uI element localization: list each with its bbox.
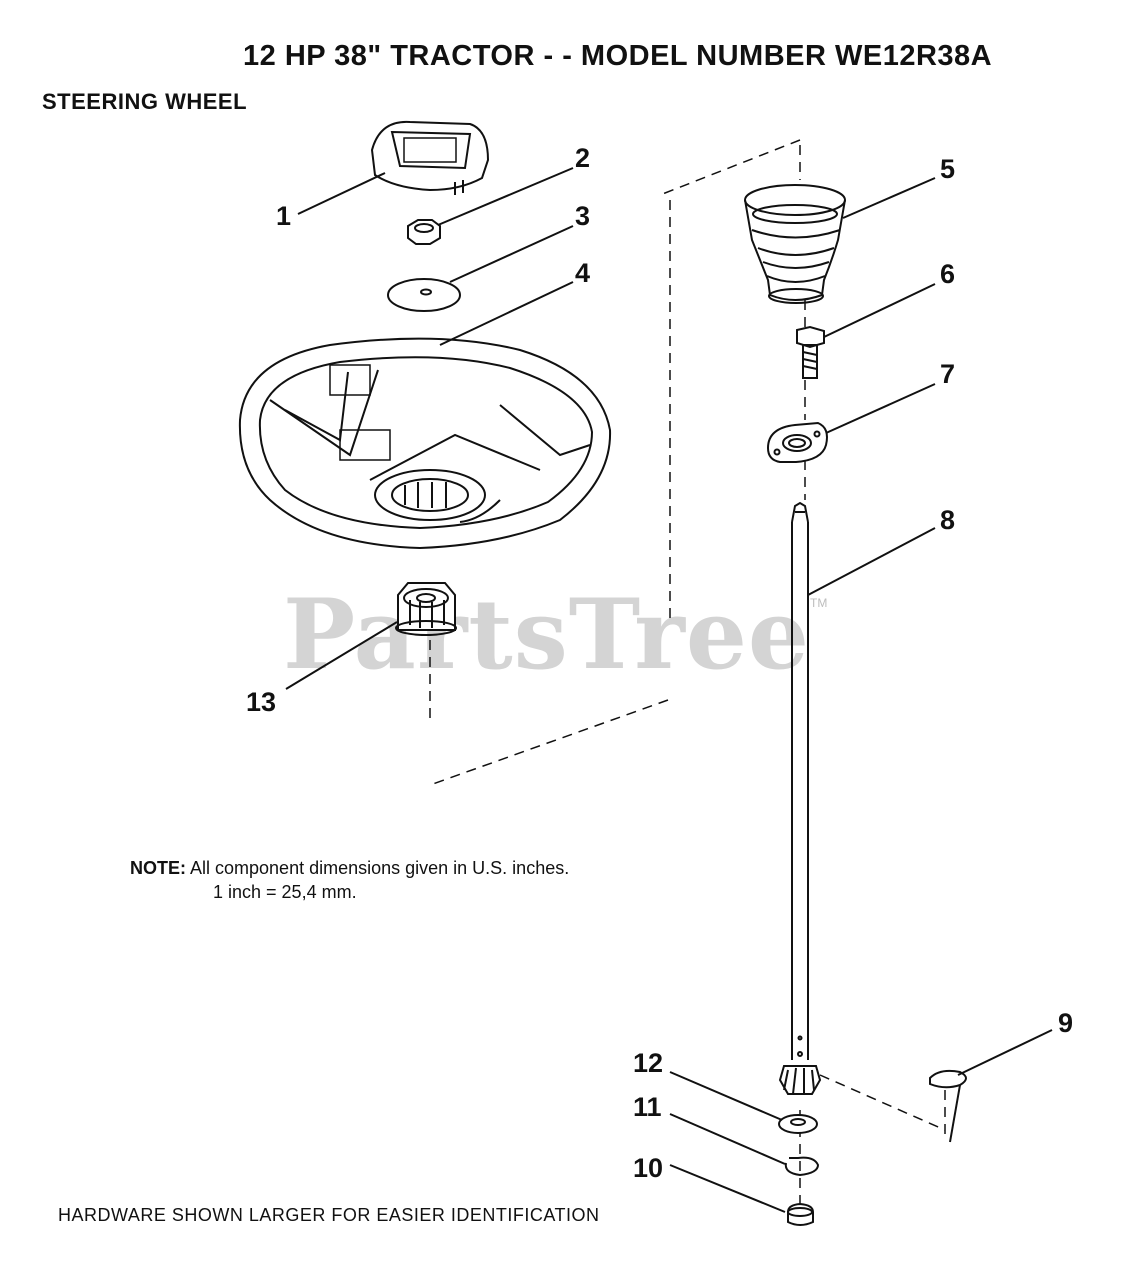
dimension-note: NOTE: All component dimensions given in … (130, 856, 569, 904)
steering-wheel-part-4 (238, 337, 612, 550)
callout-13: 13 (246, 687, 277, 717)
callout-12: 12 (633, 1048, 664, 1078)
callout-6: 6 (940, 259, 956, 289)
steering-shaft-part-8 (791, 501, 809, 1060)
flange-bearing-part-7 (766, 421, 828, 463)
note-line-1: All component dimensions given in U.S. i… (190, 858, 570, 878)
retaining-ring-part-11 (784, 1156, 820, 1177)
note-label: NOTE: (130, 858, 186, 878)
washer-part-12 (778, 1114, 818, 1134)
nut-part-2 (407, 219, 441, 245)
steering-boot-part-5 (744, 184, 846, 304)
callout-11: 11 (633, 1092, 662, 1122)
callout-1: 1 (276, 201, 292, 231)
callout-2: 2 (575, 143, 591, 173)
cap-nut-part-10 (787, 1202, 814, 1226)
adapter-part-13 (395, 582, 457, 636)
callout-10: 10 (633, 1153, 664, 1183)
washer-part-3 (387, 278, 461, 312)
callout-8: 8 (940, 505, 956, 535)
callout-4: 4 (575, 258, 591, 288)
pinion-gear (778, 1065, 822, 1095)
section-heading: STEERING WHEEL (42, 89, 248, 114)
bolt-part-6 (796, 325, 825, 379)
partstree-watermark: PartsTree (283, 578, 810, 691)
note-line-2: 1 inch = 25,4 mm. (213, 882, 357, 902)
hardware-footnote: HARDWARE SHOWN LARGER FOR EASIER IDENTIF… (58, 1205, 600, 1225)
trademark-mark: TM (810, 596, 828, 610)
callout-7: 7 (940, 359, 956, 389)
callout-9: 9 (1058, 1008, 1074, 1038)
key-part-9 (929, 1069, 967, 1143)
diagram-title: 12 HP 38" TRACTOR - - MODEL NUMBER WE12R… (243, 40, 993, 72)
callout-3: 3 (575, 201, 591, 231)
callout-5: 5 (940, 154, 956, 184)
horn-cap-part-1 (370, 120, 490, 195)
